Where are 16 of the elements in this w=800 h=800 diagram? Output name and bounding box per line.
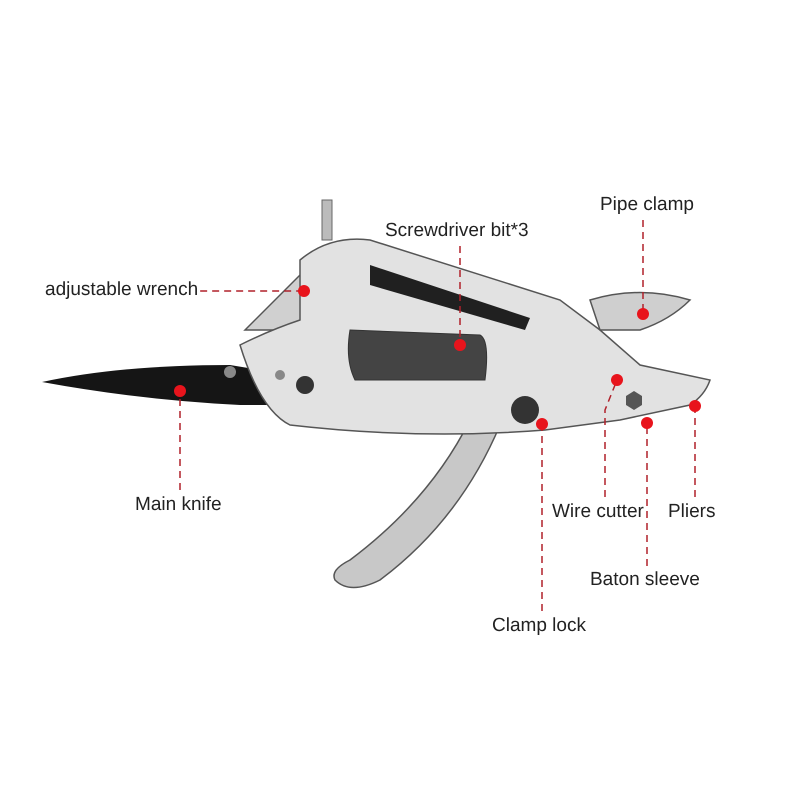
leader-line <box>174 385 186 490</box>
callout-label: Clamp lock <box>492 616 586 636</box>
leader-line <box>637 220 649 320</box>
leader-line <box>689 400 701 497</box>
leader-line <box>641 417 653 566</box>
callout-label: adjustable wrench <box>45 280 198 300</box>
callout-label: Pipe clamp <box>600 195 694 215</box>
callout-label: Screwdriver bit*3 <box>385 221 529 241</box>
leader-line <box>200 285 310 297</box>
leader-line <box>454 246 466 351</box>
callout-label: Pliers <box>668 502 716 522</box>
callout-label: Wire cutter <box>552 502 644 522</box>
callout-label: Main knife <box>135 495 222 515</box>
callout-label: Baton sleeve <box>590 570 700 590</box>
leader-line <box>536 418 548 611</box>
leader-line <box>604 374 623 497</box>
